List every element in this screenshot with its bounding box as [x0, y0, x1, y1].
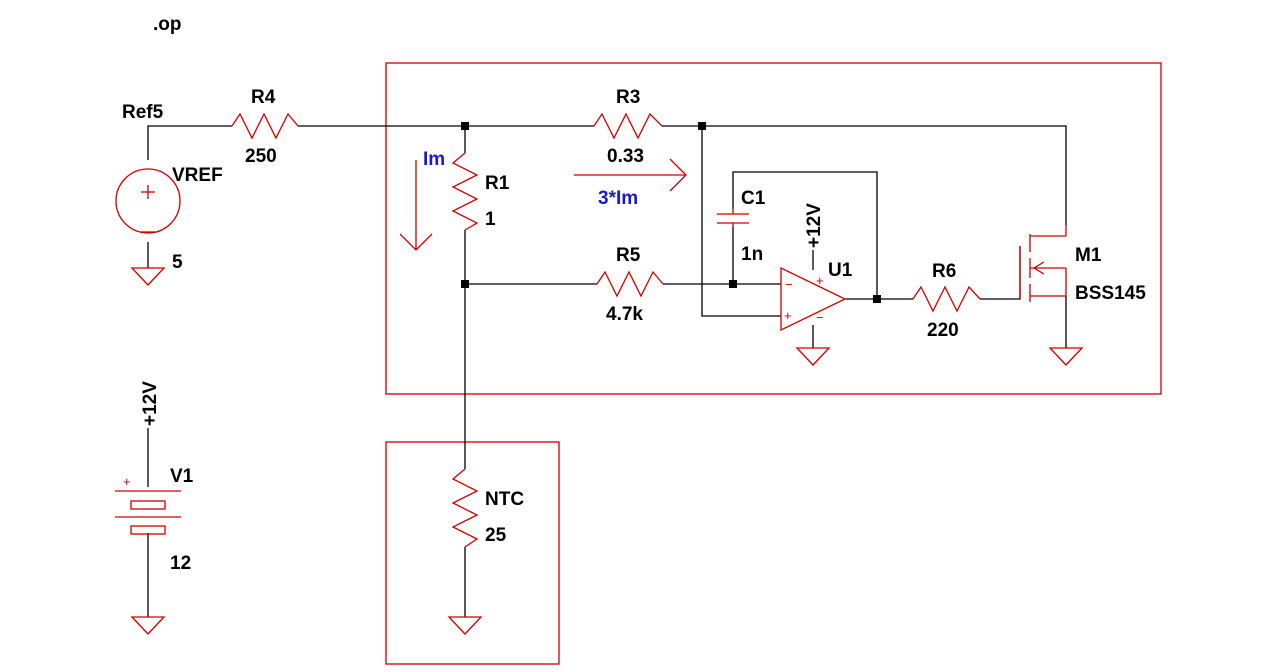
r4-resistor	[231, 112, 299, 140]
ground-icon	[795, 347, 831, 366]
c1-value: 1n	[741, 244, 763, 265]
junction-r1-bottom	[461, 280, 469, 288]
junctions	[461, 122, 881, 303]
ground-icon	[130, 267, 166, 286]
wires	[147, 125, 1067, 617]
u1-name: U1	[828, 260, 853, 281]
junction-minus	[729, 280, 737, 288]
c1-capacitor	[717, 209, 749, 227]
m1-body-arrow	[1032, 261, 1045, 275]
current-arrow-3im	[574, 158, 687, 192]
junction-r1-top	[461, 122, 469, 130]
ground-icon	[447, 616, 483, 635]
r3-value: 0.33	[607, 146, 644, 167]
r1-name: R1	[485, 173, 510, 194]
ntc-resistor	[451, 468, 479, 548]
circuit-region-box	[385, 62, 1162, 395]
vref-value: 5	[172, 252, 183, 273]
wire-feedback	[732, 171, 878, 299]
op-directive: .op	[153, 14, 182, 35]
wire-sense-plus	[701, 126, 781, 317]
3im-arrow-head	[669, 158, 687, 192]
ref5-net-label: Ref5	[122, 102, 164, 123]
r6-name: R6	[932, 261, 956, 282]
r4-name: R4	[251, 87, 276, 108]
r1-resistor	[451, 152, 479, 231]
r3-name: R3	[616, 87, 640, 108]
v1-value: 12	[170, 553, 191, 574]
m1-name: M1	[1075, 245, 1102, 266]
ground-icon	[1048, 347, 1084, 366]
im-label: Im	[423, 149, 445, 170]
r3-resistor	[593, 112, 663, 140]
wire-ref5	[147, 125, 232, 160]
r4-value: 250	[245, 146, 277, 167]
vref-source	[115, 168, 181, 234]
ntc-region-box	[385, 441, 560, 665]
r6-value: 220	[927, 320, 959, 341]
im-arrow-head	[399, 233, 433, 251]
current-arrow-im	[399, 160, 433, 251]
u1-minus-pin: −	[785, 277, 793, 292]
v1-plus-pin: +	[123, 474, 131, 489]
u1-opamp: − + + −	[780, 266, 847, 332]
vref-name: VREF	[172, 165, 223, 186]
r5-value: 4.7k	[606, 304, 643, 325]
junction-sense	[698, 122, 706, 130]
opamp-supply-label: +12V	[804, 203, 825, 248]
m1-mosfet	[1019, 225, 1067, 302]
r5-name: R5	[616, 245, 641, 266]
ntc-name: NTC	[485, 489, 524, 510]
v1-supply-label: +12V	[140, 381, 161, 426]
u1-opamp-body	[780, 266, 847, 332]
wire-r3-drain	[662, 125, 1067, 225]
ntc-value: 25	[485, 525, 507, 546]
r6-resistor	[912, 285, 981, 313]
u1-vee-pin: −	[816, 310, 824, 325]
r5-resistor	[596, 270, 664, 298]
u1-vcc-pin: +	[816, 273, 824, 288]
vref-source-body	[115, 168, 181, 234]
ground-icon	[130, 616, 166, 635]
v1-cell-bottom	[130, 525, 166, 535]
v1-name: V1	[170, 466, 194, 487]
3im-label: 3*Im	[598, 188, 638, 209]
v1-battery: +	[115, 474, 181, 535]
u1-plus-pin: +	[784, 308, 792, 323]
r1-value: 1	[485, 209, 496, 230]
wire-r6-gate	[980, 246, 1021, 300]
junction-output	[873, 295, 881, 303]
m1-value: BSS145	[1075, 283, 1146, 304]
v1-cell-top	[130, 500, 166, 510]
c1-name: C1	[741, 188, 766, 209]
